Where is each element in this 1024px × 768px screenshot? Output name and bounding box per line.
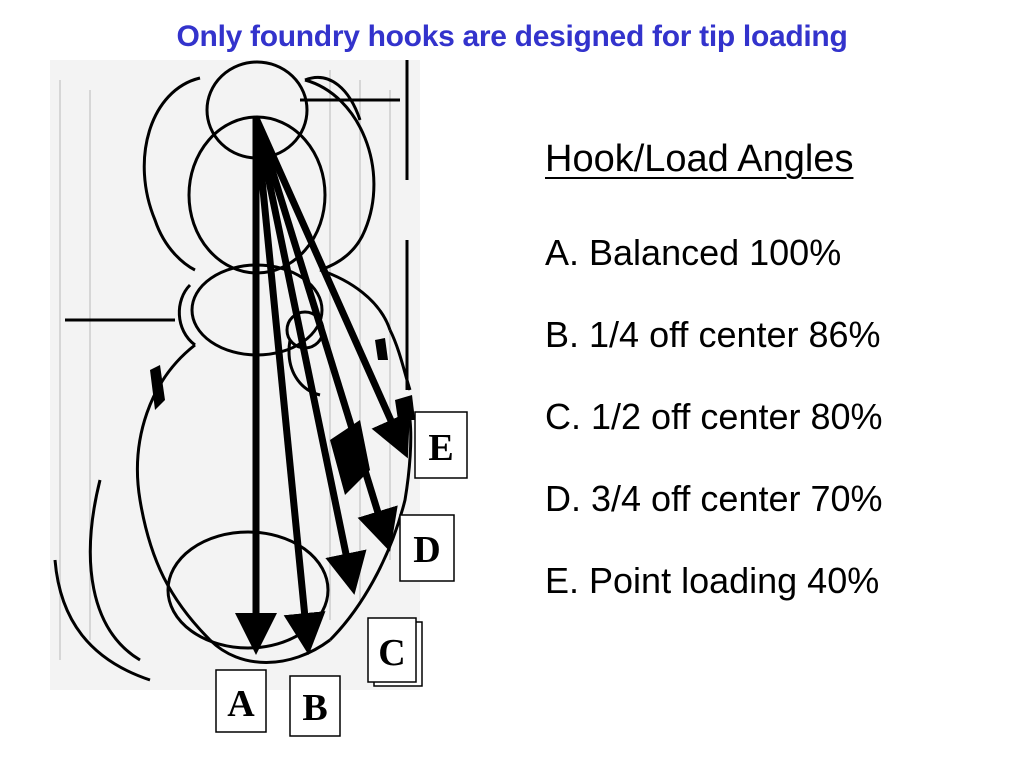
label-box-c: C	[367, 617, 423, 687]
label-box-b: B	[289, 675, 341, 737]
label-box-e: E	[414, 411, 468, 479]
load-arrow-e	[252, 116, 410, 459]
legend-heading: Hook/Load Angles	[545, 138, 854, 180]
legend-item-a: A. Balanced 100%	[545, 232, 842, 273]
arrow-labels: A B C D E	[215, 411, 468, 737]
label-c: C	[378, 632, 405, 674]
load-arrow-d	[252, 116, 398, 552]
label-d: D	[413, 529, 440, 571]
label-e: E	[428, 427, 453, 469]
load-arrow-c	[252, 117, 367, 595]
hook-shading	[150, 338, 415, 495]
label-box-d: D	[399, 514, 455, 582]
load-arrows	[235, 116, 410, 655]
legend: Hook/Load Angles A. Balanced 100% B. 1/4…	[545, 130, 883, 622]
label-b: B	[302, 687, 327, 729]
legend-item-d: D. 3/4 off center 70%	[545, 478, 883, 519]
label-a: A	[227, 683, 255, 725]
label-box-a: A	[215, 669, 267, 733]
legend-item-b: B. 1/4 off center 86%	[545, 314, 881, 355]
load-arrow-b	[252, 117, 326, 655]
page-title: Only foundry hooks are designed for tip …	[176, 20, 848, 53]
legend-item-c: C. 1/2 off center 80%	[545, 396, 883, 437]
legend-item-e: E. Point loading 40%	[545, 560, 880, 601]
